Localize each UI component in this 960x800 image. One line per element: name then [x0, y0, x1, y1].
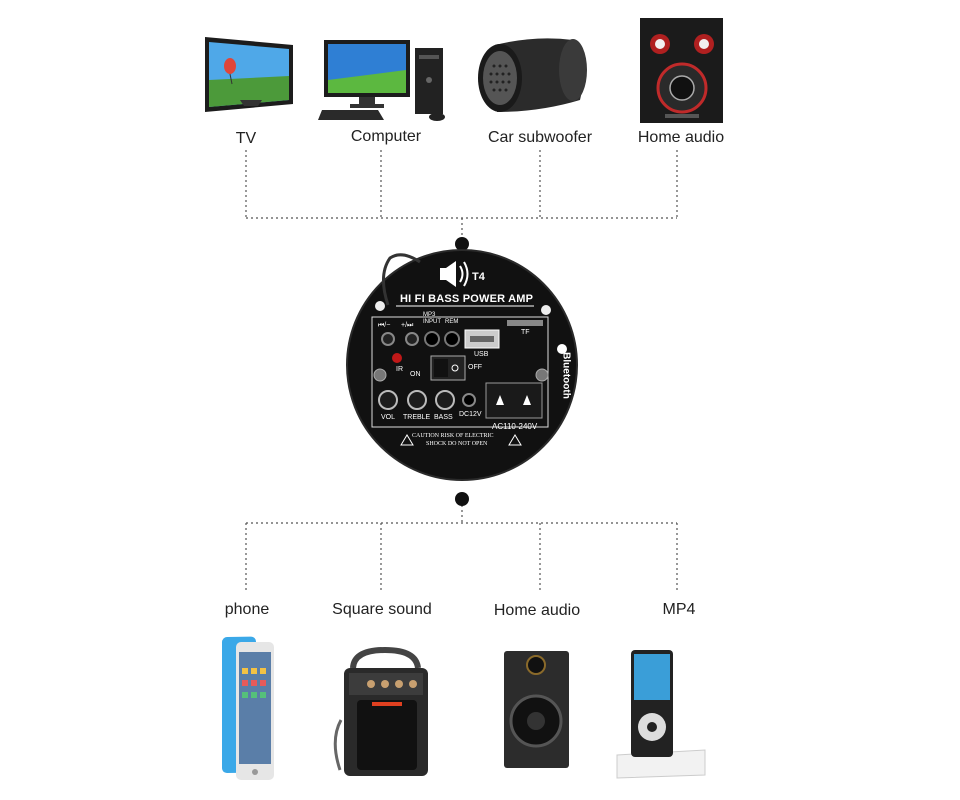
device-label-phone: phone [224, 601, 270, 618]
label-bass: BASS [434, 414, 453, 421]
home-audio-speaker-icon [640, 18, 723, 123]
label-rem: REM [445, 319, 459, 325]
caution-line-1: CAUTION RISK OF ELECTRIC [412, 433, 494, 439]
device-label-tv: TV [235, 130, 257, 147]
portable-speaker-icon [333, 646, 428, 776]
device-label-home-audio-bottom: Home audio [493, 602, 581, 619]
label-bluetooth: Bluetooth [560, 352, 572, 399]
bottom-junction-dot [455, 492, 469, 506]
amp-board-illustration [346, 249, 578, 481]
label-tf: TF [521, 329, 530, 336]
device-label-home-audio-top: Home audio [637, 129, 725, 146]
car-subwoofer-icon [478, 38, 587, 113]
label-usb: USB [474, 351, 489, 358]
caution-line-2: SHOCK DO NOT OPEN [426, 441, 488, 447]
label-on: ON [410, 371, 421, 378]
label-treble: TREBLE [403, 414, 431, 421]
label-ac: AC110-240V [492, 422, 538, 431]
mp4-player-dock-icon [616, 650, 706, 779]
device-label-car-subwoofer: Car subwoofer [487, 129, 593, 146]
label-mp3-input: MP3 INPUT [423, 312, 441, 325]
label-vol: VOL [381, 414, 396, 421]
label-off: OFF [468, 364, 482, 371]
device-label-computer: Computer [350, 128, 422, 145]
desktop-computer-icon [318, 40, 445, 121]
label-prev: ⏮/− [378, 322, 391, 329]
smartphone-icon [222, 636, 274, 780]
device-label-mp4: MP4 [662, 601, 696, 618]
bookshelf-speaker-icon [504, 651, 569, 768]
tv-icon [205, 37, 293, 112]
amp-title: HI FI BASS POWER AMP [400, 293, 534, 305]
top-junction-dot [455, 237, 469, 251]
label-ir: IR [396, 366, 403, 373]
label-next: +/⏭ [401, 322, 414, 329]
label-dc12v: DC12V [459, 411, 482, 418]
device-label-square-sound: Square sound [332, 601, 432, 618]
amp-model: T4 [472, 271, 485, 283]
